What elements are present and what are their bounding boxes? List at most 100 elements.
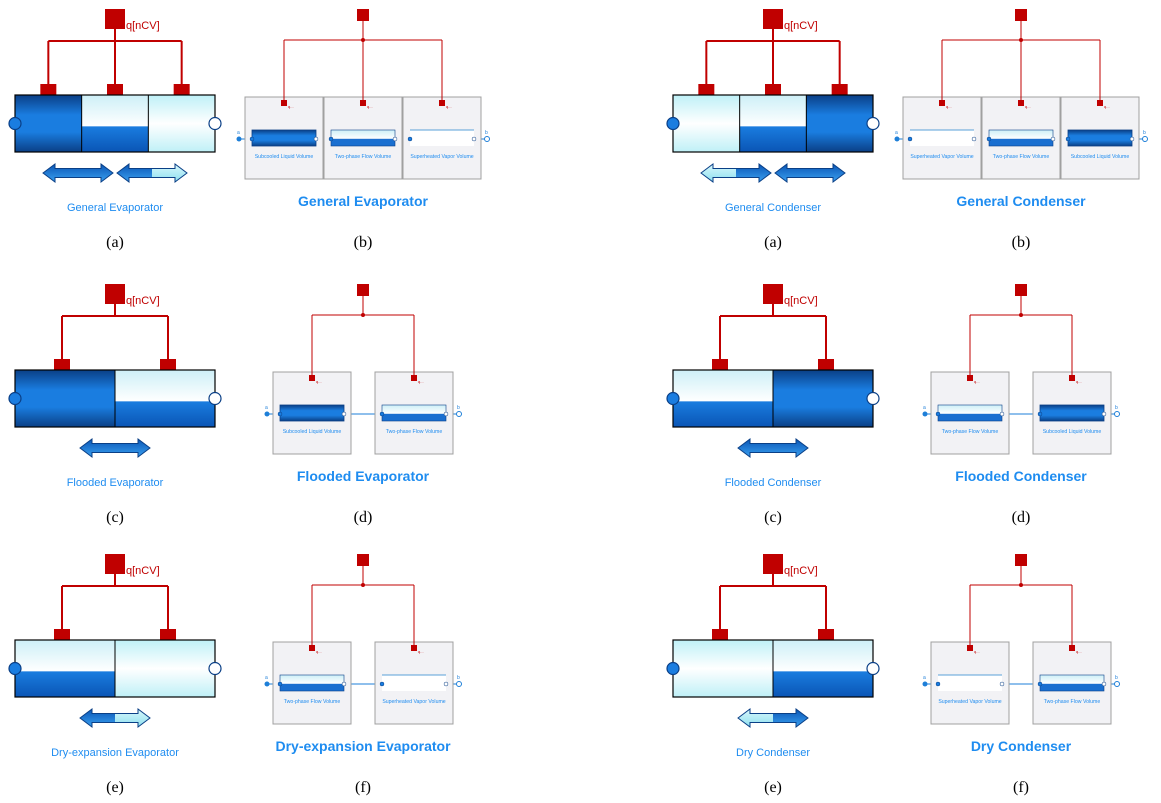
two-phase-vapor-part [739, 95, 807, 127]
volume-heat-port-label: q... [316, 379, 322, 384]
two-phase-tube-liquid [938, 413, 1002, 421]
panel-caption: (b) [354, 234, 373, 251]
segment-heat-port [107, 84, 123, 96]
volume-label: Superheated Vapor Volume [938, 699, 1001, 705]
transition-arrow-outline [79, 708, 151, 728]
control-volume-block: q...Two-phase Flow Volume [930, 315, 1010, 455]
heat-port-square [105, 284, 125, 304]
port-b-label: b [457, 675, 460, 681]
heat-port-square [105, 554, 125, 574]
port-a-label: a [265, 405, 268, 411]
volume-heat-port-label: q... [1076, 649, 1082, 654]
liquid-tube [251, 129, 317, 147]
volume-label: Two-phase Flow Volume [335, 154, 392, 160]
panel-title: Dry Condenser [736, 747, 810, 759]
volume-label: Two-phase Flow Volume [386, 429, 443, 435]
control-volume-block: q...Superheated Vapor Volume [902, 40, 982, 180]
volume-heat-port-label: q... [316, 649, 322, 654]
two-phase-vapor-part [773, 640, 873, 672]
tube-port-a [1065, 136, 1071, 142]
heat-port-label: q[nCV] [784, 295, 818, 307]
volume-heat-port [1018, 100, 1024, 106]
tube-port-a [1037, 681, 1043, 687]
icon-panel-cond-dry-icon: q[nCV] Dry Condenser (e) [666, 554, 880, 796]
two-phase-vapor-part [81, 95, 149, 127]
tube-port-a [379, 681, 385, 687]
tube-port-a [935, 681, 941, 687]
volume-label: Subcooled Liquid Volume [255, 154, 314, 160]
tube-port-b [1050, 136, 1056, 142]
icon-panel-cond-general-icon: q[nCV]General Condenser(a) [666, 9, 880, 251]
vapor-segment [673, 95, 740, 152]
panel-title: General Condenser [956, 193, 1086, 209]
volume-heat-port [281, 100, 287, 106]
segment-heat-port [712, 629, 728, 641]
two-phase-tube-vapor [382, 405, 446, 414]
vapor-tube [938, 675, 1002, 691]
port-a-label: a [923, 405, 926, 411]
panel-title: General Condenser [725, 202, 821, 214]
transition-arrow [738, 709, 808, 727]
tube-port-a [907, 136, 913, 142]
two-phase-liquid-part [115, 401, 215, 427]
segment-heat-port [160, 629, 176, 641]
two-phase-tube-vapor [938, 405, 1002, 414]
control-volume-block: q... Subcooled Liquid Volume [244, 40, 324, 180]
control-volume-block: q...Two-phase Flow Volume [323, 40, 403, 180]
panel-caption: (d) [1012, 509, 1031, 526]
transition-arrow-outline [79, 438, 151, 458]
volume-heat-port-label: q... [418, 379, 424, 384]
two-phase-liquid-part [739, 126, 807, 152]
control-volume-block: q...Superheated Vapor Volume [930, 585, 1010, 725]
tube-port-a [249, 136, 255, 142]
tube-port-a [407, 136, 413, 142]
fluid-port-b [208, 391, 222, 406]
tube-port-b [341, 411, 347, 417]
liquid-segment [773, 370, 873, 427]
tube-port-a [277, 681, 283, 687]
icon-panel-cond-flooded-icon: q[nCV]Flooded Condenser(c) [666, 284, 880, 526]
volume-heat-port [967, 645, 973, 651]
control-volume-block: q...Subcooled Liquid Volume [1060, 40, 1140, 180]
transition-arrow [738, 439, 808, 457]
tube-port-b [443, 411, 449, 417]
segment-heat-port [765, 84, 781, 96]
segment-heat-port [54, 359, 70, 371]
liquid-tube [279, 404, 345, 422]
transition-arrow [80, 709, 150, 727]
segment-heat-port [698, 84, 715, 96]
port-b-label: b [1115, 675, 1118, 681]
segment-heat-port [818, 629, 834, 641]
panel-title: Flooded Condenser [955, 468, 1087, 484]
volume-heat-port [1097, 100, 1103, 106]
volume-heat-port [439, 100, 445, 106]
panel-caption: (e) [106, 779, 124, 796]
vapor-segment [148, 95, 215, 152]
two-phase-liquid-part [15, 671, 115, 697]
tube-port-b [999, 411, 1005, 417]
transition-arrow-outline [737, 708, 809, 728]
port-a-label: a [237, 130, 240, 136]
volume-label: Subcooled Liquid Volume [1043, 429, 1102, 435]
two-phase-tube-liquid [331, 138, 395, 146]
segment-heat-port [831, 84, 848, 96]
volume-heat-port [939, 100, 945, 106]
panel-caption: (e) [764, 779, 782, 796]
volume-heat-port-label: q... [446, 104, 452, 109]
two-phase-liquid-part [673, 401, 773, 427]
volume-heat-port-label: q... [288, 104, 294, 109]
tube-port-b [443, 681, 449, 687]
control-volume-block: q...Superheated Vapor Volume [402, 40, 482, 180]
two-phase-vapor-part [673, 370, 773, 402]
port-a-label: a [895, 130, 898, 136]
fluid-port-b [1142, 136, 1148, 142]
tube-port-b [392, 136, 398, 142]
heat-port-label: q[nCV] [784, 565, 818, 577]
heat-port-square [105, 9, 125, 29]
fluid-port-a [236, 136, 242, 142]
port-b-label: b [1115, 405, 1118, 411]
liquid-segment [15, 95, 82, 152]
liquid-segment [15, 370, 115, 427]
